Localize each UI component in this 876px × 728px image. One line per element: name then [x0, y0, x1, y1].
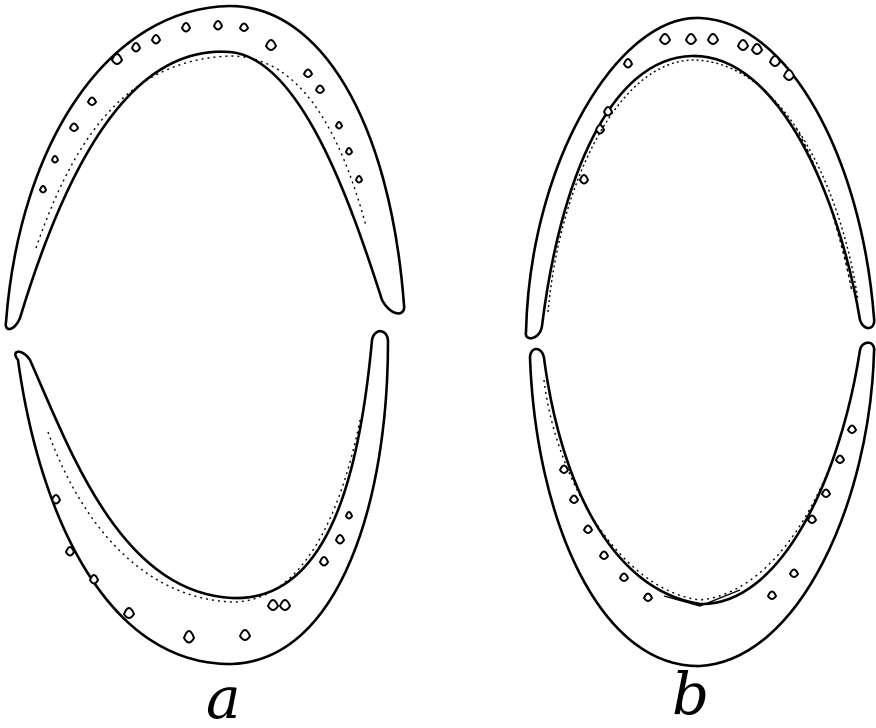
tooth: [344, 511, 354, 520]
tooth: [50, 494, 62, 505]
upper-jaw-a: [4, 4, 406, 331]
tooth: [278, 599, 292, 611]
lower-jaw-a-teeth: [47, 419, 361, 644]
tooth: [318, 556, 330, 567]
tooth: [602, 106, 614, 117]
tooth: [314, 84, 326, 94]
tooth: [68, 122, 80, 132]
tooth: [684, 33, 698, 45]
tooth: [180, 22, 192, 33]
tooth: [182, 630, 196, 644]
tooth: [622, 58, 634, 69]
tooth: [642, 592, 654, 602]
tooth: [264, 39, 278, 51]
tooth: [750, 43, 764, 55]
tooth: [658, 33, 672, 45]
tooth: [238, 629, 252, 641]
tooth: [266, 599, 280, 611]
tooth: [150, 34, 162, 45]
tooth: [212, 20, 224, 31]
panel-b: b: [524, 16, 876, 728]
lower-jaw-a: [14, 329, 390, 666]
tooth: [582, 524, 594, 534]
tooth: [846, 424, 858, 434]
denticle-row: [795, 127, 853, 293]
tooth: [558, 464, 570, 474]
tooth: [788, 568, 800, 578]
tooth: [122, 607, 136, 619]
tooth: [782, 69, 796, 81]
upper-jaw-b: [524, 16, 876, 340]
tooth: [334, 121, 344, 130]
denticle-row: [47, 419, 361, 603]
tooth: [598, 550, 610, 560]
tooth: [88, 574, 100, 585]
tooth: [38, 185, 48, 194]
denticle-row: [35, 55, 367, 249]
tooth: [354, 175, 364, 184]
tooth: [130, 42, 142, 53]
tooth: [578, 174, 590, 185]
upper-jaw-a-teeth: [35, 20, 367, 249]
tooth: [594, 124, 606, 135]
tooth: [110, 53, 124, 65]
denticle-row: [547, 59, 859, 313]
tooth: [238, 22, 250, 32]
upper-jaw-b-teeth: [547, 33, 859, 313]
tooth: [766, 590, 778, 600]
tooth: [568, 494, 580, 504]
tooth: [820, 488, 832, 498]
tooth: [834, 454, 846, 464]
tooth: [302, 68, 314, 78]
tooth: [806, 514, 818, 524]
tooth: [768, 55, 782, 67]
tooth: [618, 572, 630, 582]
tooth: [736, 39, 750, 51]
tooth: [86, 96, 98, 106]
tooth: [50, 155, 60, 164]
lower-jaw-b-teeth: [543, 359, 859, 607]
tooth: [64, 546, 76, 557]
panel-label-b: b: [672, 660, 709, 728]
tooth: [344, 147, 354, 156]
symphysis-notch: [663, 589, 741, 607]
tooth: [706, 33, 720, 45]
panel-a: a: [4, 4, 406, 728]
panel-label-a: a: [206, 664, 241, 728]
tooth: [334, 534, 346, 545]
lower-jaw-b: [528, 341, 876, 668]
